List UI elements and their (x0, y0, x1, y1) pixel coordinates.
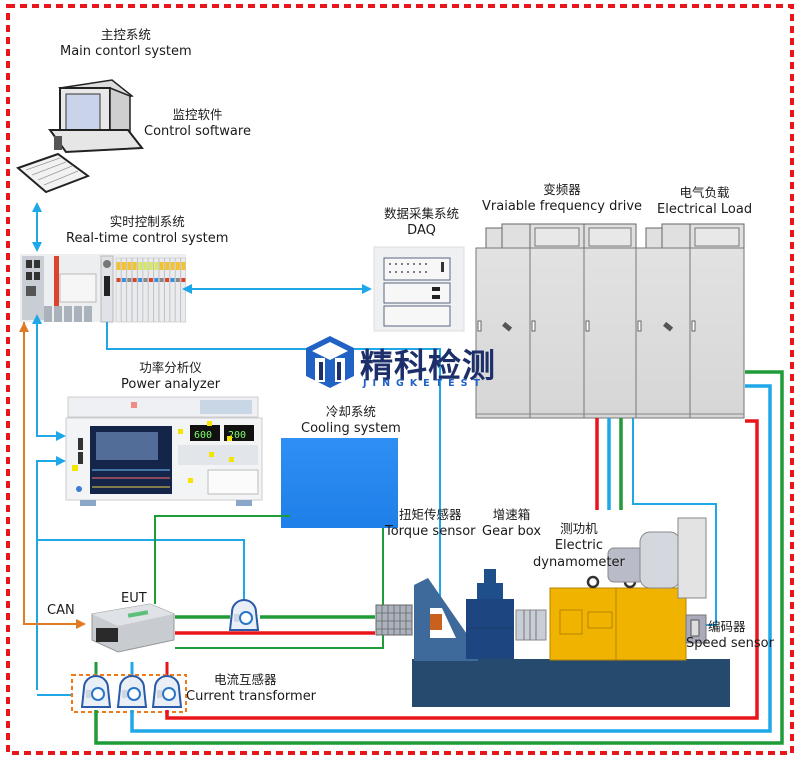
current-transformer-icon (80, 675, 112, 708)
link-signal-current-sensor (37, 539, 245, 604)
label-realtime-control: 实时控制系统 Real-time control system (66, 213, 228, 247)
torque-sensor-device (375, 604, 413, 636)
label-cooling-zh: 冷却系统 (325, 404, 376, 419)
label-gearbox: 增速箱 Gear box (482, 506, 541, 540)
current-transformer-icon (116, 675, 148, 708)
link-realtime-torque-sensor (106, 322, 441, 604)
label-load-en: Electrical Load (657, 202, 753, 217)
plc-io-slice (121, 257, 127, 323)
label-control-software: 监控软件 Control software (144, 106, 251, 140)
coupling (515, 609, 547, 641)
label-gearbox-en: Gear box (482, 524, 542, 539)
plc-io-slice (180, 257, 187, 323)
plc-io-slice (153, 257, 160, 323)
daq-device (373, 246, 465, 332)
vfd-cabinet (475, 223, 637, 419)
cooling-system-block (281, 438, 398, 528)
computer-icon (16, 79, 144, 194)
power-analyzer-readout-2: 200 (228, 430, 246, 441)
label-electrical-load: 电气负载 Electrical Load (657, 184, 752, 218)
plc-io-slice (169, 257, 176, 323)
label-cooling-system: 冷却系统 Cooling system (301, 403, 401, 437)
label-torque-sensor: 扭矩传感器 Torque sensor (385, 506, 476, 540)
plc-io-slice (142, 257, 149, 323)
plc-io-slice (158, 257, 165, 323)
label-daq-zh: 数据采集系统 (384, 206, 460, 221)
link-realtime-power-analyzer-1 (32, 314, 66, 441)
plc-io-slice (115, 257, 122, 323)
label-load-zh: 电气负载 (679, 185, 730, 200)
link-signal-power-analyzer-2 (36, 456, 66, 690)
label-speed-sensor: 编码器 Speed sensor (686, 618, 774, 652)
label-dyno-zh: 测功机 (560, 521, 598, 536)
current-transformer-group-box (71, 674, 187, 713)
link-cooling-eut (154, 515, 290, 604)
label-torque-zh: 扭矩传感器 (399, 507, 462, 522)
label-power-analyzer-zh: 功率分析仪 (139, 360, 202, 375)
power-analyzer-readout-1: 600 (194, 430, 212, 441)
label-ct-en: Current transformer (186, 689, 317, 704)
label-speed-en: Speed sensor (686, 636, 774, 651)
label-dyno-en: Electric (554, 538, 604, 553)
label-control-software-zh: 监控软件 (172, 107, 223, 122)
label-daq-en: DAQ (407, 223, 436, 238)
label-main-control: 主控系统 Main contorl system (60, 26, 192, 60)
plc-io-slice (131, 257, 138, 323)
label-vfd: 变频器 Vraiable frequency drive (482, 181, 642, 215)
label-vfd-zh: 变频器 (543, 182, 581, 197)
label-eut: EUT (121, 591, 147, 606)
eut-device (91, 603, 175, 653)
plc-io-slice (164, 257, 170, 323)
label-dynamometer: 测功机 Electric dynamometer (533, 520, 625, 571)
label-power-analyzer: 功率分析仪 Power analyzer (121, 359, 220, 393)
label-realtime-zh: 实时控制系统 (109, 214, 185, 229)
realtime-controller-device (20, 254, 187, 323)
power-analyzer-device: 600 200 (65, 396, 263, 506)
test-bench-base (412, 659, 730, 707)
label-can: CAN (47, 603, 75, 618)
logo-text-en: JINGKETEST (363, 378, 486, 389)
torque-flange (430, 614, 442, 630)
link-can-bus (23, 322, 86, 629)
label-gearbox-zh: 增速箱 (492, 507, 531, 522)
plc-io-slice (148, 257, 154, 323)
link-daq-speed-sensor (632, 418, 717, 626)
label-ct-zh: 电流互感器 (214, 672, 277, 687)
plc-io-slice (175, 257, 181, 323)
plc-io-slice (137, 257, 143, 323)
plc-io-slice (126, 257, 133, 323)
label-dyno-en2: dynamometer (533, 555, 625, 570)
phase-line-red (165, 419, 759, 720)
current-sensor-inline (228, 599, 260, 631)
label-vfd-en: Vraiable frequency drive (482, 199, 643, 214)
label-main-control-en: Main contorl system (60, 44, 192, 59)
current-transformer-icon (151, 675, 183, 708)
can-arrowhead (19, 322, 29, 332)
label-power-analyzer-en: Power analyzer (121, 377, 221, 392)
dynamometer-device (549, 517, 707, 661)
label-daq: 数据采集系统 DAQ (384, 205, 459, 239)
label-cooling-en: Cooling system (301, 421, 401, 436)
system-boundary-frame (6, 4, 794, 755)
label-control-software-en: Control software (144, 124, 251, 139)
label-realtime-en: Real-time control system (66, 231, 229, 246)
label-torque-en: Torque sensor (385, 524, 476, 539)
phase-line-green (94, 370, 784, 745)
logo-text-zh: 精科检测 (360, 346, 496, 385)
label-main-control-zh: 主控系统 (100, 27, 151, 42)
jingketest-logo-mark (306, 336, 354, 388)
phase-line-blue (130, 384, 772, 733)
label-speed-zh: 编码器 (708, 619, 746, 634)
gearbox-device (466, 569, 514, 659)
electrical-load-cabinet (635, 223, 745, 419)
link-cooling-torque (175, 528, 384, 649)
label-current-transformer: 电流互感器 Current transformer (186, 671, 316, 705)
